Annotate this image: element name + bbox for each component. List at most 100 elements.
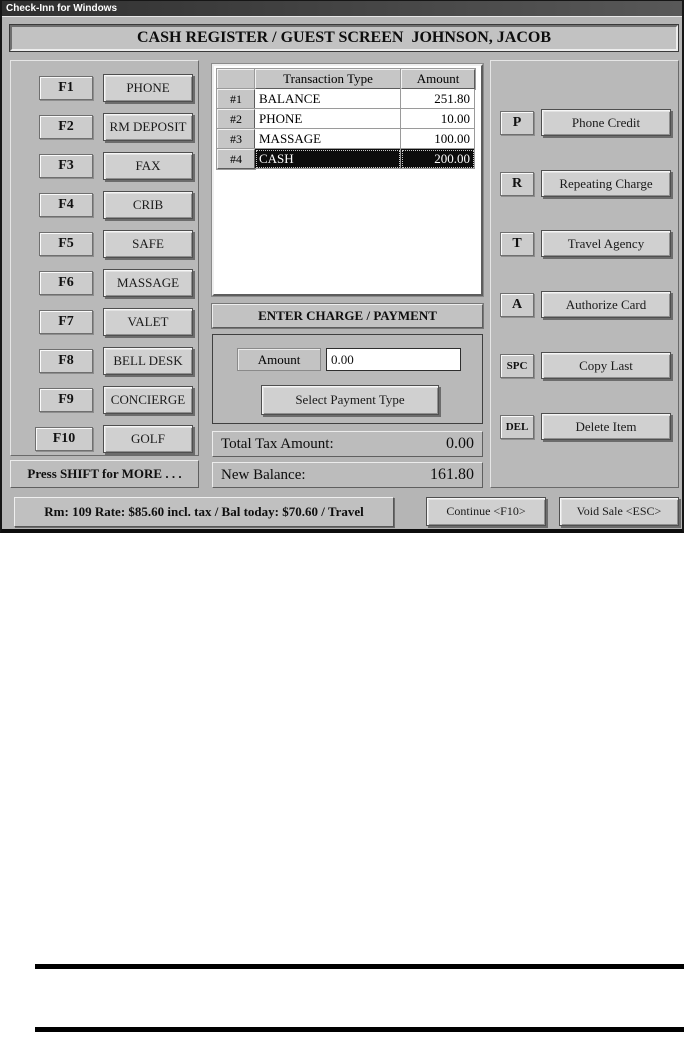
button-label: BELL DESK [113, 353, 183, 368]
row-amount-cell[interactable]: 100.00 [401, 129, 475, 149]
table-row[interactable]: #2 PHONE 10.00 [217, 109, 478, 129]
key-spc: SPC [500, 354, 534, 378]
shift-for-more-hint: Press SHIFT for MORE . . . [10, 460, 199, 488]
charge-button-rm-deposit[interactable]: RM DEPOSIT [103, 113, 193, 141]
room-rate-text: Rm: 109 Rate: $85.60 incl. tax / Bal tod… [44, 504, 364, 519]
new-balance-value: 161.80 [430, 466, 474, 483]
travel-agency-button[interactable]: Travel Agency [541, 230, 671, 257]
charge-button-massage[interactable]: MASSAGE [103, 269, 193, 297]
screen-header: CASH REGISTER / GUEST SCREEN JOHNSON, JA… [10, 25, 678, 51]
row-number-cell[interactable]: #3 [217, 129, 255, 149]
button-label: Continue <F10> [446, 504, 526, 518]
key-label: P [512, 115, 522, 130]
horizontal-rule [35, 1027, 684, 1032]
horizontal-rule [35, 964, 684, 969]
charge-button-bell-desk[interactable]: BELL DESK [103, 347, 193, 375]
transaction-table: Transaction Type Amount #1 BALANCE 251.8… [212, 64, 483, 296]
button-label: RM DEPOSIT [109, 119, 187, 134]
charge-button-concierge[interactable]: CONCIERGE [103, 386, 193, 414]
key-f3: F3 [39, 154, 93, 178]
key-label: F4 [58, 197, 74, 212]
delete-item-button[interactable]: Delete Item [541, 413, 671, 440]
button-label: Repeating Charge [559, 175, 653, 191]
button-label: VALET [127, 314, 169, 329]
charge-payment-header: ENTER CHARGE / PAYMENT [212, 304, 483, 328]
key-label: F3 [58, 158, 74, 173]
repeating-charge-button[interactable]: Repeating Charge [541, 170, 671, 197]
table-row[interactable]: #3 MASSAGE 100.00 [217, 129, 478, 149]
window-title: Check-Inn for Windows [6, 3, 118, 14]
key-f5: F5 [39, 232, 93, 256]
total-tax-label: Total Tax Amount: [221, 435, 334, 452]
charge-payment-panel: Amount Select Payment Type [212, 334, 483, 424]
key-label: F8 [58, 353, 74, 368]
button-label: Select Payment Type [295, 392, 405, 407]
app-window: Check-Inn for Windows CASH REGISTER / GU… [0, 0, 684, 533]
key-r: R [500, 172, 534, 196]
key-f7: F7 [39, 310, 93, 334]
key-label: F6 [58, 275, 74, 290]
row-number-cell[interactable]: #2 [217, 109, 255, 129]
total-tax-value: 0.00 [446, 435, 474, 452]
button-label: Phone Credit [571, 114, 641, 130]
button-label: Travel Agency [567, 235, 645, 251]
charge-button-phone[interactable]: PHONE [103, 74, 193, 102]
row-number-cell[interactable]: #4 [217, 149, 255, 169]
key-label: DEL [505, 421, 529, 433]
phone-credit-button[interactable]: Phone Credit [541, 109, 671, 136]
key-label: SPC [506, 360, 528, 372]
button-label: Copy Last [579, 357, 633, 373]
total-tax-row: Total Tax Amount: 0.00 [212, 431, 483, 457]
charge-button-crib[interactable]: CRIB [103, 191, 193, 219]
row-amount-cell[interactable]: 251.80 [401, 89, 475, 109]
select-payment-type-button[interactable]: Select Payment Type [261, 385, 439, 415]
key-f8: F8 [39, 349, 93, 373]
charge-button-golf[interactable]: GOLF [103, 425, 193, 453]
charge-button-safe[interactable]: SAFE [103, 230, 193, 258]
button-label: Void Sale <ESC> [576, 504, 662, 518]
column-header-amount: Amount [401, 69, 475, 89]
fkey-panel: F1 PHONE F2 RM DEPOSIT F3 FAX F4 CRIB F5… [10, 60, 199, 456]
amount-input[interactable] [326, 348, 461, 371]
row-type-cell[interactable]: CASH [255, 149, 401, 169]
key-p: P [500, 111, 534, 135]
row-type-cell[interactable]: MASSAGE [255, 129, 401, 149]
column-header-type: Transaction Type [255, 69, 401, 89]
hotkey-panel: P Phone Credit R Repeating Charge T Trav… [490, 60, 679, 488]
button-label: Authorize Card [565, 296, 647, 312]
button-label: GOLF [131, 431, 165, 446]
key-f9: F9 [39, 388, 93, 412]
key-label: F10 [52, 431, 76, 446]
key-label: F1 [58, 80, 74, 95]
key-label: R [511, 176, 523, 191]
row-amount-cell[interactable]: 10.00 [401, 109, 475, 129]
window-titlebar[interactable]: Check-Inn for Windows [2, 1, 682, 17]
continue-button[interactable]: Continue <F10> [426, 497, 546, 526]
table-row[interactable]: #1 BALANCE 251.80 [217, 89, 478, 109]
key-label: A [511, 297, 523, 312]
button-label: PHONE [126, 80, 170, 95]
charge-button-fax[interactable]: FAX [103, 152, 193, 180]
row-number-cell[interactable]: #1 [217, 89, 255, 109]
button-label: FAX [135, 158, 161, 173]
new-balance-label: New Balance: [221, 466, 306, 483]
charge-button-valet[interactable]: VALET [103, 308, 193, 336]
corner-cell [217, 69, 255, 89]
table-row-selected[interactable]: #4 CASH 200.00 [217, 149, 478, 169]
void-sale-button[interactable]: Void Sale <ESC> [559, 497, 679, 526]
key-del: DEL [500, 415, 534, 439]
row-type-cell[interactable]: PHONE [255, 109, 401, 129]
key-f2: F2 [39, 115, 93, 139]
key-label: F9 [58, 392, 74, 407]
new-balance-row: New Balance: 161.80 [212, 462, 483, 488]
hint-label: Press SHIFT for MORE . . . [27, 466, 182, 481]
copy-last-button[interactable]: Copy Last [541, 352, 671, 379]
row-type-cell[interactable]: BALANCE [255, 89, 401, 109]
table-header-row: Transaction Type Amount [217, 69, 478, 89]
row-amount-cell[interactable]: 200.00 [401, 149, 475, 169]
amount-label: Amount [237, 348, 321, 371]
button-label: CONCIERGE [110, 392, 186, 407]
key-f1: F1 [39, 76, 93, 100]
authorize-card-button[interactable]: Authorize Card [541, 291, 671, 318]
